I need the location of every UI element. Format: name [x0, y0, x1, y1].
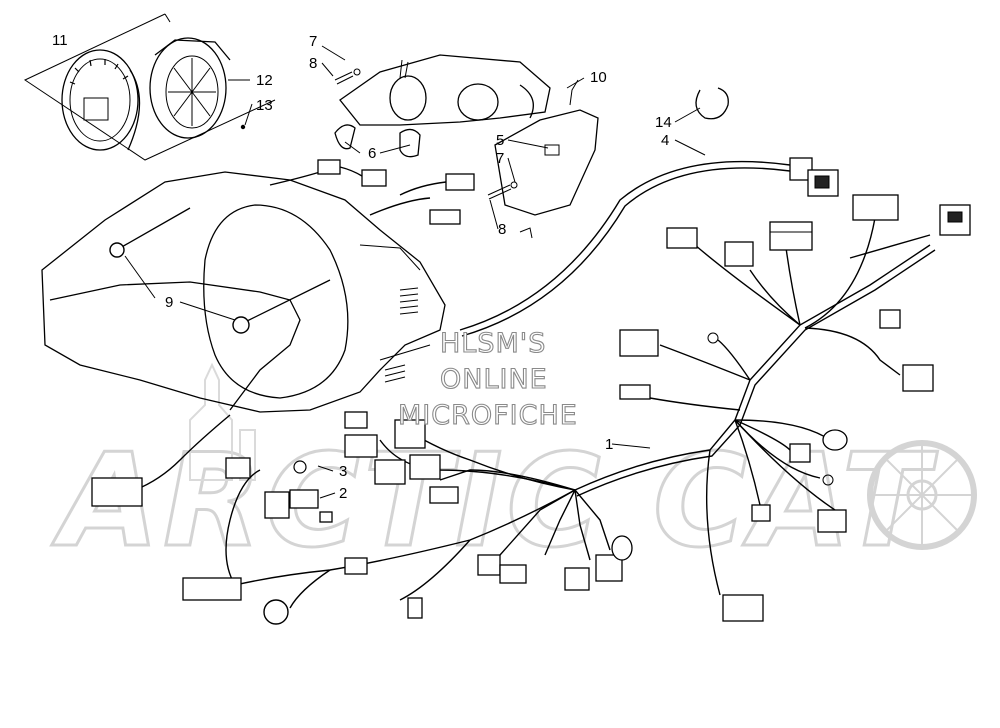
callout-labels: 11 7 8 10 12 13 14 5 4 6 7 8 9 1 3 2 [52, 32, 672, 502]
callout-9: 9 [165, 294, 173, 311]
callout-12: 12 [256, 72, 273, 89]
callout-6: 6 [368, 145, 376, 162]
watermark-line-2: ONLINE [440, 364, 548, 395]
callout-8-upper: 8 [309, 55, 317, 72]
main-harness-right [574, 194, 971, 622]
callout-11: 11 [52, 32, 68, 49]
watermark-castle [189, 362, 256, 481]
callout-14: 14 [655, 114, 672, 131]
headlight-housing [339, 54, 599, 239]
callout-8-lower: 8 [498, 221, 506, 238]
callout-5: 5 [496, 132, 504, 149]
main-harness-left [91, 411, 633, 625]
callout-3: 3 [339, 463, 347, 480]
instrument-cluster [61, 49, 141, 151]
watermark-logo: ARCTIC CAT [50, 362, 977, 578]
headlight-subharness [269, 159, 475, 225]
leader-lines [228, 45, 706, 499]
callout-1: 1 [605, 436, 613, 453]
watermark-line-1: HLSM'S [440, 328, 546, 359]
rear-harness [459, 157, 839, 337]
watermark-logo-text: ARCTIC CAT [51, 427, 938, 576]
callout-4: 4 [661, 132, 669, 149]
watermark-wheel [867, 440, 977, 550]
callout-7-upper: 7 [309, 33, 317, 50]
watermark-text: HLSM'S ONLINE MICROFICHE [397, 327, 578, 431]
callout-13: 13 [256, 97, 273, 114]
callout-2: 2 [339, 485, 347, 502]
front-fairing [41, 171, 446, 413]
watermark-line-3: MICROFICHE [398, 400, 578, 431]
harness-clamp [695, 87, 729, 120]
callout-7-lower: 7 [496, 150, 504, 167]
headlight-bulbs [334, 68, 518, 200]
callout-10: 10 [590, 69, 607, 86]
cluster-housing [149, 37, 246, 139]
